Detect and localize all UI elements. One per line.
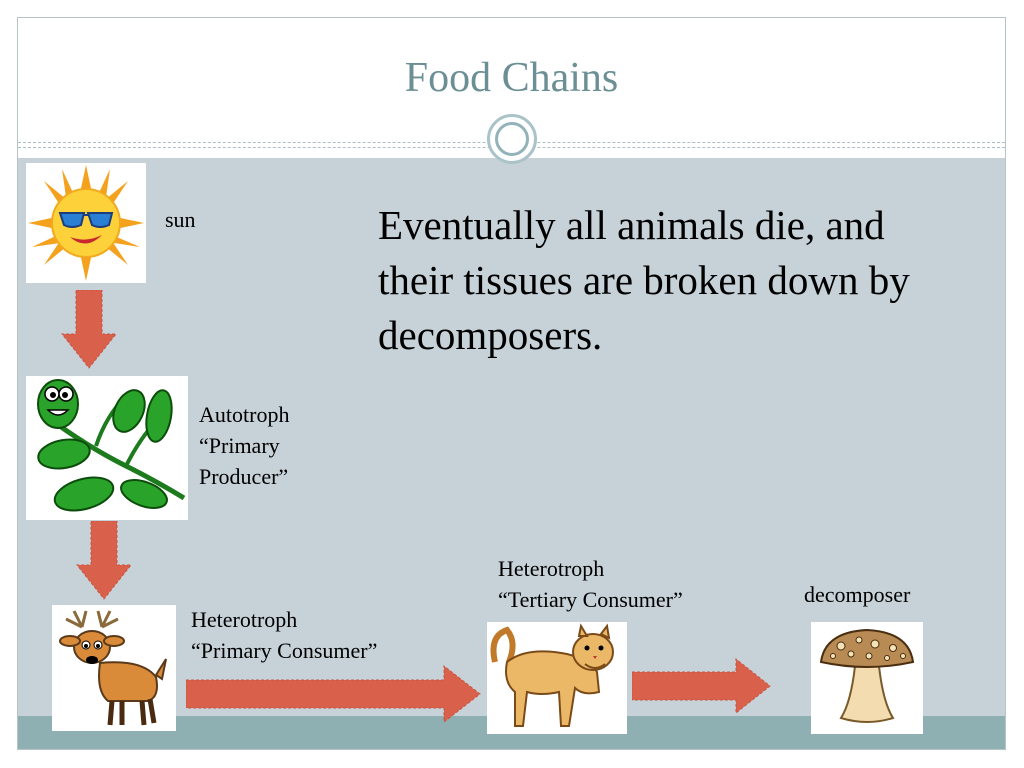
autotroph-label-line3: Producer” — [199, 464, 289, 489]
arrow-plant-to-deer — [76, 521, 132, 600]
tertiary-consumer-label: Heterotroph “Tertiary Consumer” — [498, 553, 683, 615]
tertiary-consumer-label-line1: Heterotroph — [498, 556, 605, 581]
autotroph-label-line1: Autotroph — [199, 402, 290, 427]
autotroph-label: Autotroph “Primary Producer” — [199, 399, 289, 492]
cougar-picture — [487, 622, 627, 734]
smiling-plant-icon — [37, 379, 186, 512]
slide-title: Food Chains — [404, 55, 619, 101]
plant-picture — [26, 376, 188, 520]
autotroph-label-line2: “Primary — [199, 433, 280, 458]
arrow-deer-to-cougar — [186, 664, 481, 724]
sun-with-sunglasses-icon — [28, 165, 144, 281]
deer-picture — [52, 605, 176, 731]
tertiary-consumer-label-line2: “Tertiary Consumer” — [498, 587, 683, 612]
arrow-cougar-to-mushroom — [632, 658, 771, 714]
mushroom-icon — [819, 628, 915, 723]
arrow-sun-to-plant — [61, 290, 117, 369]
primary-consumer-label: Heterotroph “Primary Consumer” — [191, 604, 377, 666]
mushroom-picture — [811, 622, 923, 734]
sun-picture — [26, 163, 146, 283]
primary-consumer-label-line1: Heterotroph — [191, 607, 298, 632]
cougar-icon — [490, 623, 614, 727]
primary-consumer-label-line2: “Primary Consumer” — [191, 638, 378, 663]
decomposer-label: decomposer — [804, 582, 911, 607]
title-circle-ornament — [487, 114, 537, 164]
sun-label: sun — [165, 207, 196, 232]
slide: Food Chains — [17, 17, 1006, 750]
deer-icon — [59, 610, 167, 726]
slide-body-text: Eventually all animals die, and their ti… — [378, 202, 910, 358]
